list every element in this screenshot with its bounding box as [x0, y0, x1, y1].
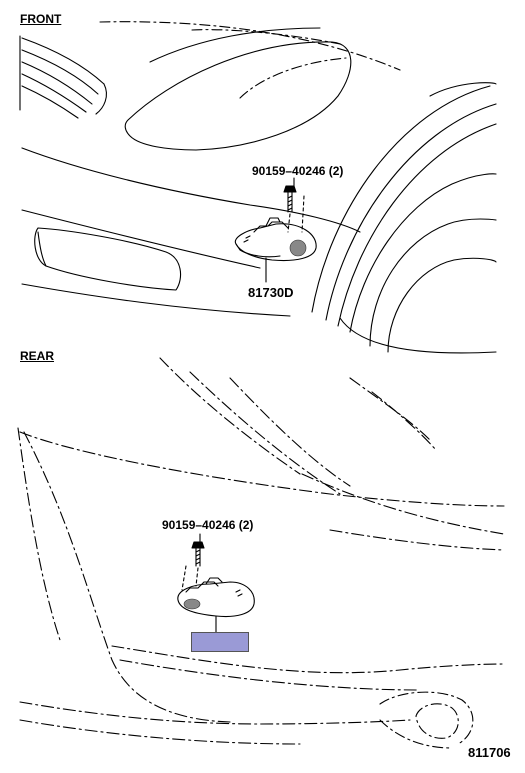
rear-lamp-part-highlight[interactable] — [191, 632, 249, 652]
front-bolt-callout: 90159–40246 (2) — [252, 164, 344, 178]
diagram-id: 811706 — [468, 745, 511, 760]
front-view — [19, 21, 497, 354]
front-wheel-arch — [311, 82, 497, 354]
front-side-marker — [234, 217, 317, 262]
front-section-title: FRONT — [20, 12, 62, 26]
front-hood-line-2 — [191, 29, 341, 45]
front-headlamp — [124, 41, 352, 151]
rear-view — [17, 357, 505, 749]
rear-bolt — [181, 533, 205, 591]
rear-bolt-callout: 90159–40246 (2) — [162, 518, 254, 532]
front-hood-line — [99, 21, 401, 71]
front-bolt — [283, 177, 305, 233]
front-bumper-contour — [21, 147, 361, 233]
front-fog-lamp — [34, 227, 182, 291]
rear-side-marker — [177, 577, 255, 618]
front-grille — [19, 35, 107, 119]
rear-exhaust — [379, 691, 474, 749]
front-lamp-part-number[interactable]: 81730D — [248, 285, 294, 300]
rear-section-title: REAR — [20, 349, 55, 363]
